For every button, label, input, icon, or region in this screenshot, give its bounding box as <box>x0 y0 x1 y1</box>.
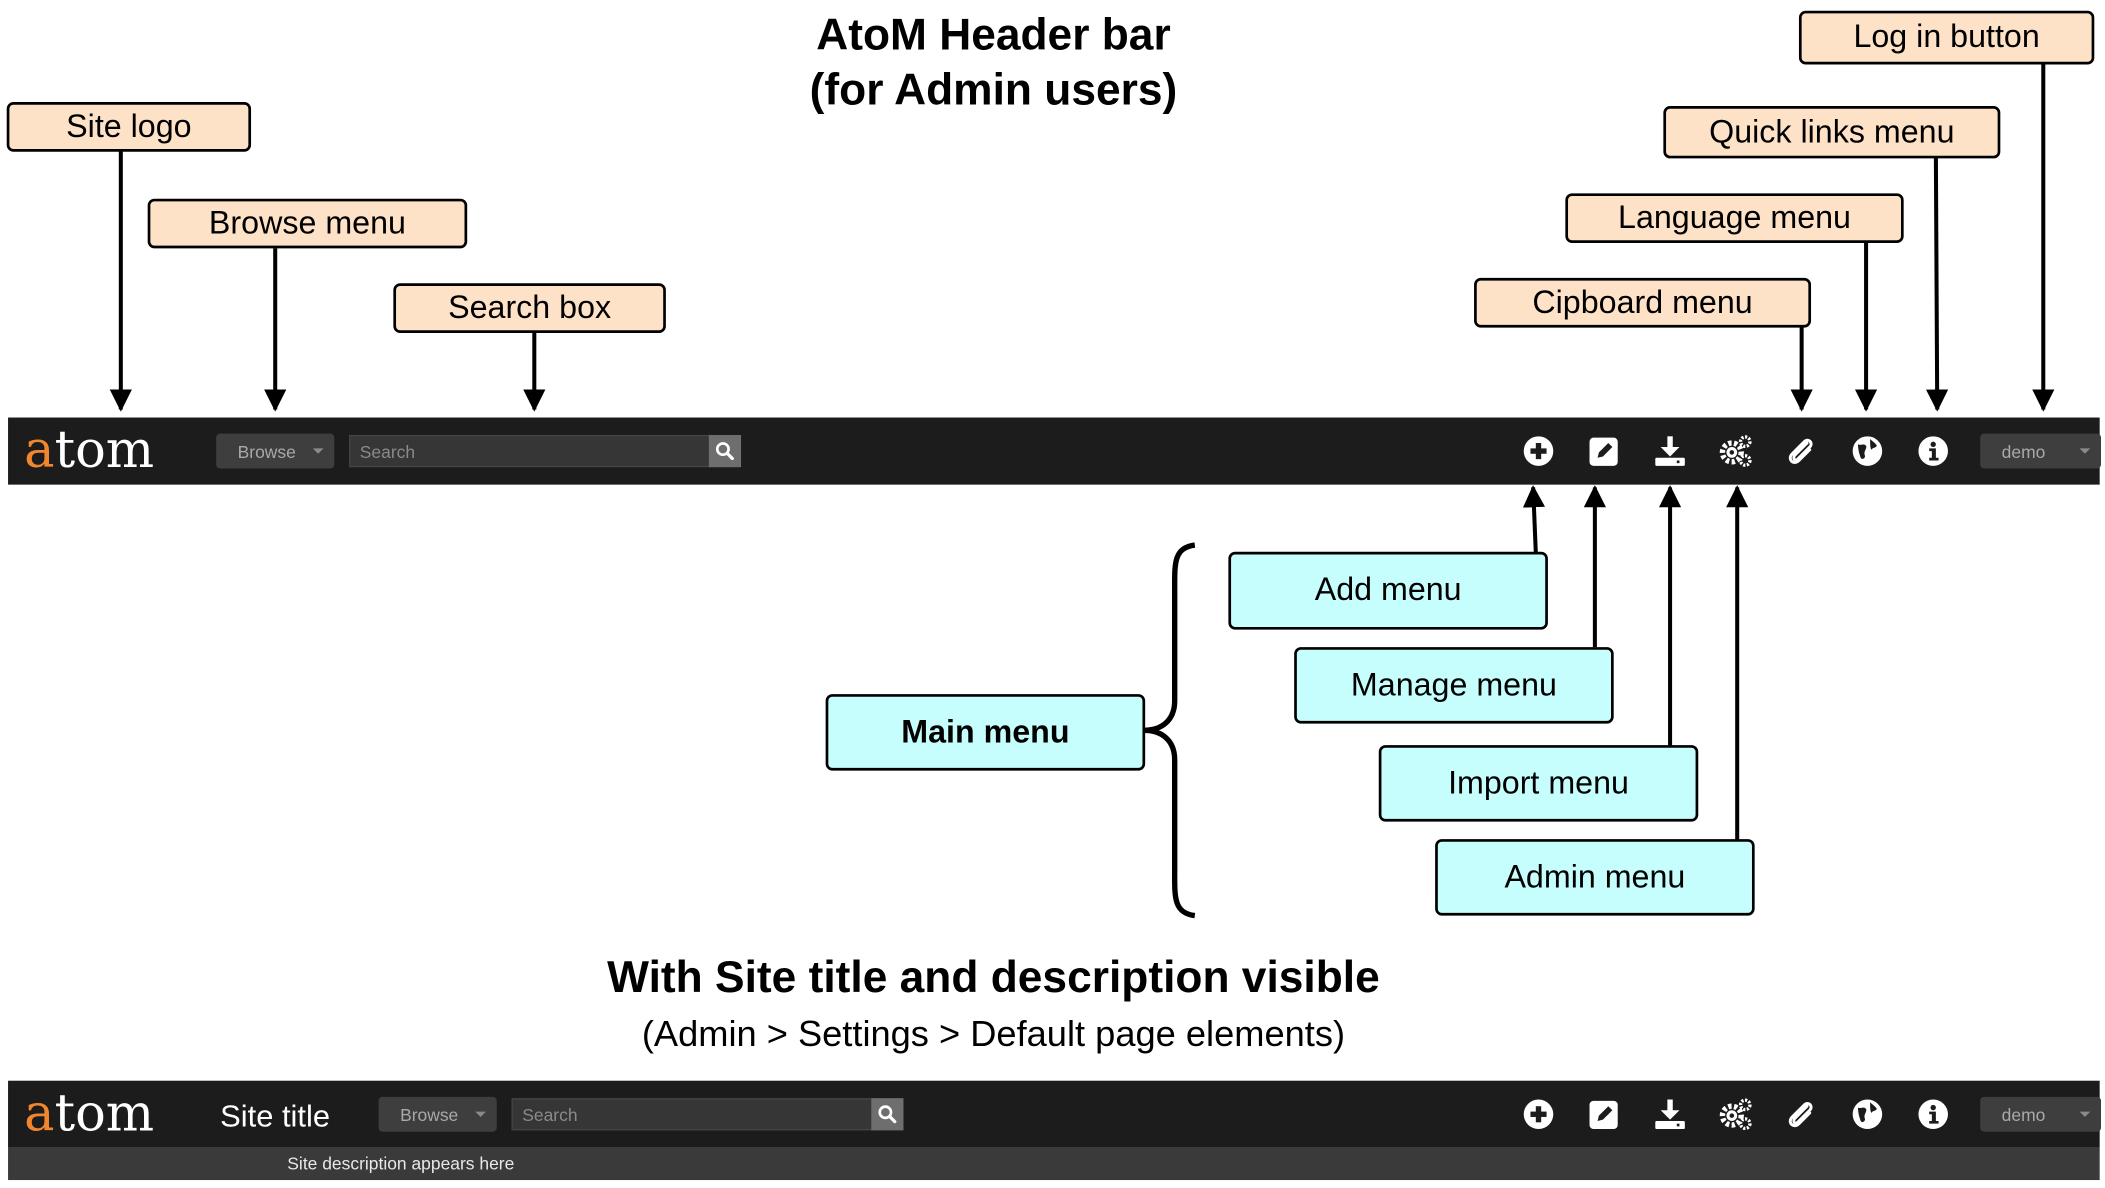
browse-menu-label: Browse <box>237 441 296 462</box>
browse-menu-button[interactable]: Browse <box>378 1096 497 1132</box>
settings-icon[interactable] <box>1718 1097 1753 1132</box>
site-description: Site description appears here <box>287 1153 515 1174</box>
callout-log-in-button: Log in button <box>1798 10 2095 65</box>
site-description-bar: Site description appears here <box>8 1147 2100 1181</box>
chevron-down-icon <box>2079 448 2091 454</box>
clipboard-icon[interactable] <box>1784 1097 1819 1132</box>
second-section-subtitle: (Admin > Settings > Default page element… <box>641 1013 1346 1054</box>
search-button[interactable] <box>708 434 742 468</box>
callout-main-menu: Main menu <box>825 694 1146 771</box>
search-input[interactable]: Search <box>349 434 712 468</box>
site-logo-text: tom <box>54 1083 155 1143</box>
site-logo-accent: a <box>24 1083 55 1143</box>
header-bar: atom Browse Search demo <box>8 417 2102 485</box>
site-logo[interactable]: atom <box>24 1083 154 1142</box>
import-icon[interactable] <box>1653 1097 1688 1132</box>
import-icon[interactable] <box>1653 434 1688 469</box>
clipboard-icon[interactable] <box>1784 434 1819 469</box>
callout-import-menu: Import menu <box>1378 745 1699 822</box>
header-bar-with-title: atom Site title Browse Search demo <box>8 1080 2102 1148</box>
callout-search-box: Search box <box>393 283 666 333</box>
log-in-button[interactable]: demo <box>1980 1096 2102 1132</box>
chevron-down-icon <box>312 448 324 454</box>
chevron-down-icon <box>2079 1111 2091 1117</box>
info-icon[interactable] <box>1916 434 1951 469</box>
log-in-button[interactable]: demo <box>1980 433 2102 469</box>
edit-icon[interactable] <box>1587 1097 1622 1132</box>
site-logo-accent: a <box>24 420 55 480</box>
search-icon <box>878 1105 897 1124</box>
globe-icon[interactable] <box>1850 1097 1885 1132</box>
settings-icon[interactable] <box>1718 434 1753 469</box>
browse-menu-button[interactable]: Browse <box>216 433 335 469</box>
diagram-title: AtoM Header bar (for Admin users) <box>725 7 1262 117</box>
edit-icon[interactable] <box>1587 434 1622 469</box>
search-input[interactable]: Search <box>511 1098 874 1131</box>
callout-manage-menu: Manage menu <box>1294 647 1614 724</box>
callout-admin-menu: Admin menu <box>1435 839 1755 916</box>
callout-language-menu: Language menu <box>1565 193 1904 243</box>
second-section-title: With Site title and description visible <box>607 951 1380 1002</box>
callout-browse-menu: Browse menu <box>147 198 468 249</box>
info-icon[interactable] <box>1916 1097 1951 1132</box>
browse-menu-label: Browse <box>400 1104 459 1125</box>
log-in-label: demo <box>2001 1104 2046 1125</box>
site-logo[interactable]: atom <box>24 420 154 479</box>
main-menu-brace <box>1143 542 1196 919</box>
callout-add-menu: Add menu <box>1228 551 1548 630</box>
globe-icon[interactable] <box>1850 434 1885 469</box>
search-button[interactable] <box>871 1098 904 1131</box>
chevron-down-icon <box>475 1111 486 1117</box>
site-title[interactable]: Site title <box>220 1098 331 1134</box>
arrow-quick-links-menu <box>1926 157 1949 412</box>
search-icon <box>715 442 734 461</box>
log-in-label: demo <box>2001 441 2046 462</box>
site-logo-text: tom <box>54 420 155 480</box>
diagram-title-line1: AtoM Header bar <box>816 9 1171 60</box>
callout-quick-links-menu: Quick links menu <box>1663 106 2001 159</box>
arrow-add-menu <box>1522 485 1546 554</box>
diagram-title-line2: (for Admin users) <box>809 64 1178 115</box>
callout-clipboard-menu: Cipboard menu <box>1474 277 1812 328</box>
add-icon[interactable] <box>1521 434 1556 469</box>
add-icon[interactable] <box>1521 1097 1556 1132</box>
callout-site-logo: Site logo <box>6 102 252 152</box>
